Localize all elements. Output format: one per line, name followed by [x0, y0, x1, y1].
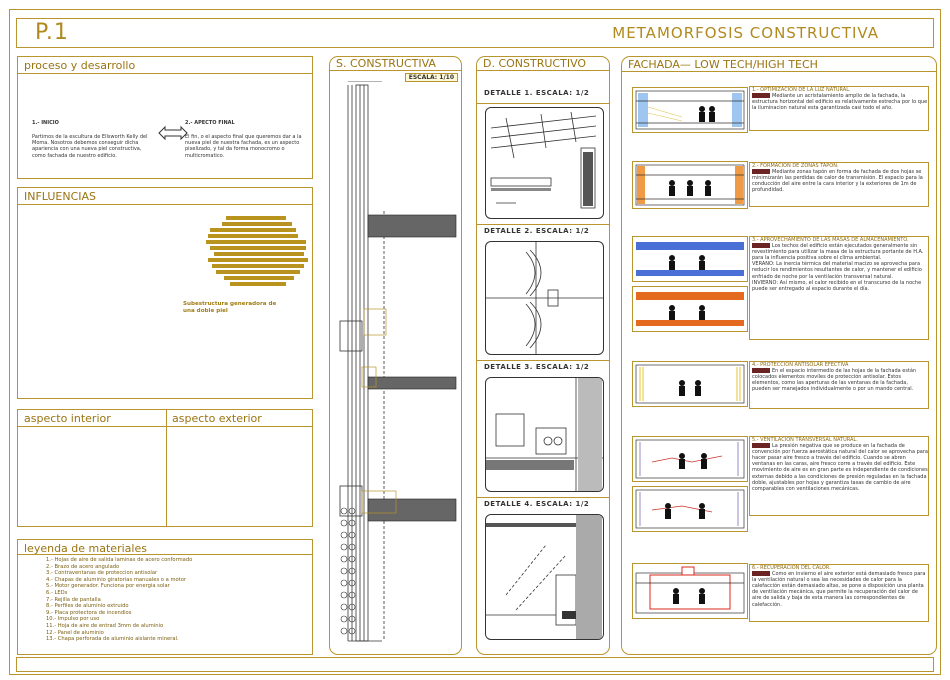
- fachada-item-5-text: 5.- VENTILACION TRANSVERSAL NATURAL. La …: [752, 437, 928, 492]
- leyenda-item: 11.- Hoja de aire de entrad 3mm de alumi…: [46, 622, 164, 629]
- leyenda-list: 1.- Hojas de aire de salida laminas de a…: [46, 557, 192, 643]
- fachada-diagram-2: [632, 161, 748, 209]
- detalle-1-title: DETALLE 1. ESCALA: 1/2: [484, 89, 590, 97]
- seccion-title: S. CONSTRUCTIVA: [336, 57, 436, 70]
- detalle-3-title: DETALLE 3. ESCALA: 1/2: [484, 363, 590, 371]
- fachada-item-1-box: [749, 86, 929, 131]
- leyenda-item: 6.- LEDs: [46, 589, 68, 596]
- highlight-bar: [752, 93, 770, 99]
- detalle-4-title: DETALLE 4. ESCALA: 1/2: [484, 500, 590, 508]
- leyenda-item: 12.- Panel de aluminio: [46, 629, 104, 636]
- highlight-bar: [752, 169, 770, 175]
- leyenda-item: 4.- Chapas de aluminio giratorias manual…: [46, 576, 187, 583]
- inicio-text: Partimos de la escultura de Ellsworth Ke…: [32, 134, 148, 159]
- leyenda-item: 10.- Impulso por uso: [46, 616, 100, 623]
- fachada-diagram-6: [632, 563, 748, 619]
- sheet-number: P.1: [35, 20, 69, 45]
- detalles-panel: D. CONSTRUCTIVO DETALLE 1. ESCALA: 1/2 D…: [476, 56, 610, 655]
- leyenda-item: 9.- Placa protectora de incendios: [46, 609, 132, 616]
- inicio-label: 1.- INICIO: [32, 120, 59, 126]
- header-band: P.1 METAMORFOSIS CONSTRUCTIVA: [16, 18, 934, 48]
- fachada-item-4-text: 4.- PROTECCION ANTISOLAR EFECTIVA En el …: [752, 362, 917, 393]
- fachada-diagram-5a: [632, 436, 748, 482]
- fachada-item-3-text: 3.- APROVECHAMIENTO DE LAS MASAS DE ALMA…: [752, 237, 924, 292]
- final-label: 2.- APECTO FINAL: [185, 120, 235, 126]
- aspecto-divider: [166, 410, 167, 526]
- detalle-3-drawing: [485, 377, 604, 492]
- leyenda-item: 13.- Chapa perforada de aluminio aislant…: [46, 636, 179, 643]
- leyenda-panel: leyenda de materiales 1.- Hojas de aire …: [17, 539, 313, 655]
- aspecto-panel: aspecto interior aspecto exterior: [17, 409, 313, 527]
- fachada-item-4-box: [749, 361, 929, 409]
- fachada-item-5-label: 5.- VENTILACION TRANSVERSAL NATURAL.: [752, 437, 858, 443]
- footer-strip: [16, 657, 934, 672]
- leyenda-title: leyenda de materiales: [24, 542, 147, 555]
- fachada-item-6-box: [749, 564, 929, 622]
- leyenda-item: 5.- Motor generador. Funciona por energi…: [46, 583, 170, 590]
- detalle-1-drawing: [485, 107, 604, 219]
- double-arrow-icon: [158, 125, 188, 141]
- seccion-panel: S. CONSTRUCTIVA ESCALA: 1/10: [329, 56, 462, 655]
- influencias-title: INFLUENCIAS: [24, 190, 97, 203]
- leyenda-item: 2.- Brazo de acero angulado: [46, 563, 120, 570]
- fachada-item-6-label: 6.- RECUPERACION DEL CALOR.: [752, 565, 831, 571]
- fachada-item-2-box: [749, 162, 929, 207]
- fachada-item-5-box: [749, 436, 929, 516]
- sheet-title: METAMORFOSIS CONSTRUCTIVA: [612, 24, 879, 42]
- leyenda-item: 7.- Rejilla de pantalla: [46, 596, 101, 603]
- leyenda-item: 3.- Contraventanas de proteccion antisol…: [46, 570, 158, 577]
- leyenda-item: 8.- Perfiles de aluminio extruido: [46, 603, 129, 610]
- fachada-item-3-box: [749, 236, 929, 340]
- fachada-panel: FACHADA— LOW TECH/HIGH TECH: [621, 56, 937, 655]
- fachada-item-2-label: 2.- FORMACION DE ZONAS TAPON.: [752, 163, 839, 169]
- detalle-4-drawing: [485, 514, 604, 640]
- fachada-item-6-text: 6.- RECUPERACION DEL CALOR. Como en invi…: [752, 565, 926, 608]
- proceso-title: proceso y desarrollo: [24, 59, 136, 72]
- fachada-diagram-4: [632, 361, 748, 407]
- highlight-bar: [752, 571, 770, 577]
- detalle-2-title: DETALLE 2. ESCALA: 1/2: [484, 227, 590, 235]
- seccion-drawing: [339, 81, 457, 642]
- fachada-diagram-3b: [632, 286, 748, 332]
- fachada-diagram-1: [632, 87, 748, 133]
- fachada-item-4-label: 4.- PROTECCION ANTISOLAR EFECTIVA: [752, 362, 849, 368]
- seccion-escala: ESCALA: 1/10: [404, 73, 458, 82]
- fachada-item-1-label: 1.- OPTIMIZACION DE LA LUZ NATURAL.: [752, 87, 851, 93]
- fachada-item-1-text: 1.- OPTIMIZACION DE LA LUZ NATURAL. Medi…: [752, 87, 928, 112]
- influencias-panel: INFLUENCIAS Subestructura generadora de …: [17, 187, 313, 399]
- highlight-bar: [752, 243, 770, 249]
- detalles-title: D. CONSTRUCTIVO: [483, 57, 587, 70]
- sheet-frame: [9, 9, 941, 675]
- fachada-diagram-5b: [632, 486, 748, 532]
- aspecto-exterior-title: aspecto exterior: [172, 412, 262, 425]
- influencias-caption: Subestructura generadora de una doble pi…: [183, 301, 277, 314]
- final-text: El fin, o el aspecto final que queremos …: [185, 134, 302, 159]
- aspecto-interior-title: aspecto interior: [24, 412, 111, 425]
- proceso-panel: proceso y desarrollo 1.- INICIO Partimos…: [17, 56, 313, 179]
- highlight-bar: [752, 443, 770, 449]
- fachada-item-2-text: 2.- FORMACION DE ZONAS TAPON. Mediante z…: [752, 163, 923, 194]
- highlight-bar: [752, 368, 770, 374]
- detalle-2-drawing: [485, 241, 604, 355]
- fachada-item-3-label: 3.- APROVECHAMIENTO DE LAS MASAS DE ALMA…: [752, 237, 909, 243]
- leyenda-item: 1.- Hojas de aire de salida laminas de a…: [46, 557, 193, 563]
- influencias-pixel-graphic: [206, 216, 308, 286]
- fachada-title: FACHADA— LOW TECH/HIGH TECH: [628, 58, 818, 71]
- fachada-diagram-3a: [632, 236, 748, 282]
